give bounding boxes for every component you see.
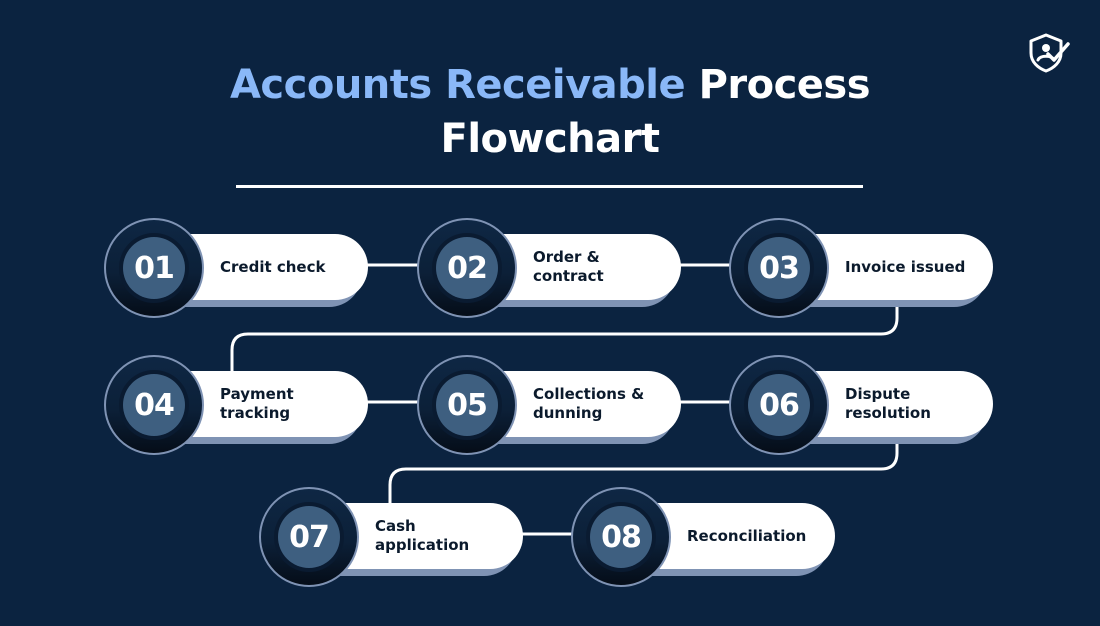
step-disc: 06 [748,374,810,436]
step-number: 08 [601,519,642,555]
step-number: 05 [447,387,488,423]
flow-step: Credit check 01 [104,218,368,322]
step-badge: 08 [571,487,671,587]
title-divider [236,185,863,188]
flow-step: Reconciliation 08 [571,487,835,591]
step-number: 03 [759,250,800,286]
step-number: 01 [134,250,175,286]
step-disc: 03 [748,237,810,299]
shield-check-icon [1029,33,1070,73]
connector-06-07 [388,435,899,507]
step-label: Cash application [375,517,470,554]
step-label: Dispute resolution [845,385,931,422]
step-disc: 01 [123,237,185,299]
step-label: Collections & dunning [533,385,645,422]
step-badge: 06 [729,355,829,455]
step-label: Reconciliation [687,526,807,545]
flow-step: Payment tracking 04 [104,355,368,459]
step-label: Payment tracking [220,385,294,422]
step-number: 02 [447,250,488,286]
step-number: 04 [134,387,175,423]
flow-step: Dispute resolution 06 [729,355,993,459]
flow-step: Collections & dunning 05 [417,355,681,459]
step-label: Order & contract [533,248,604,285]
step-number: 07 [289,519,330,555]
step-badge: 07 [259,487,359,587]
step-disc: 04 [123,374,185,436]
step-label: Credit check [220,257,326,276]
step-disc: 08 [590,506,652,568]
step-badge: 05 [417,355,517,455]
step-number: 06 [759,387,800,423]
step-badge: 02 [417,218,517,318]
step-disc: 07 [278,506,340,568]
step-badge: 03 [729,218,829,318]
step-badge: 04 [104,355,204,455]
flow-step: Order & contract 02 [417,218,681,322]
step-badge: 01 [104,218,204,318]
connector-03-04 [230,298,899,374]
step-disc: 02 [436,237,498,299]
title-rest: Process [685,62,871,108]
title-accent: Accounts Receivable [229,62,686,108]
flow-step: Invoice issued 03 [729,218,993,322]
step-disc: 05 [436,374,498,436]
flow-step: Cash application 07 [259,487,523,591]
title-line2: Flowchart [440,116,661,162]
step-label: Invoice issued [845,257,966,276]
